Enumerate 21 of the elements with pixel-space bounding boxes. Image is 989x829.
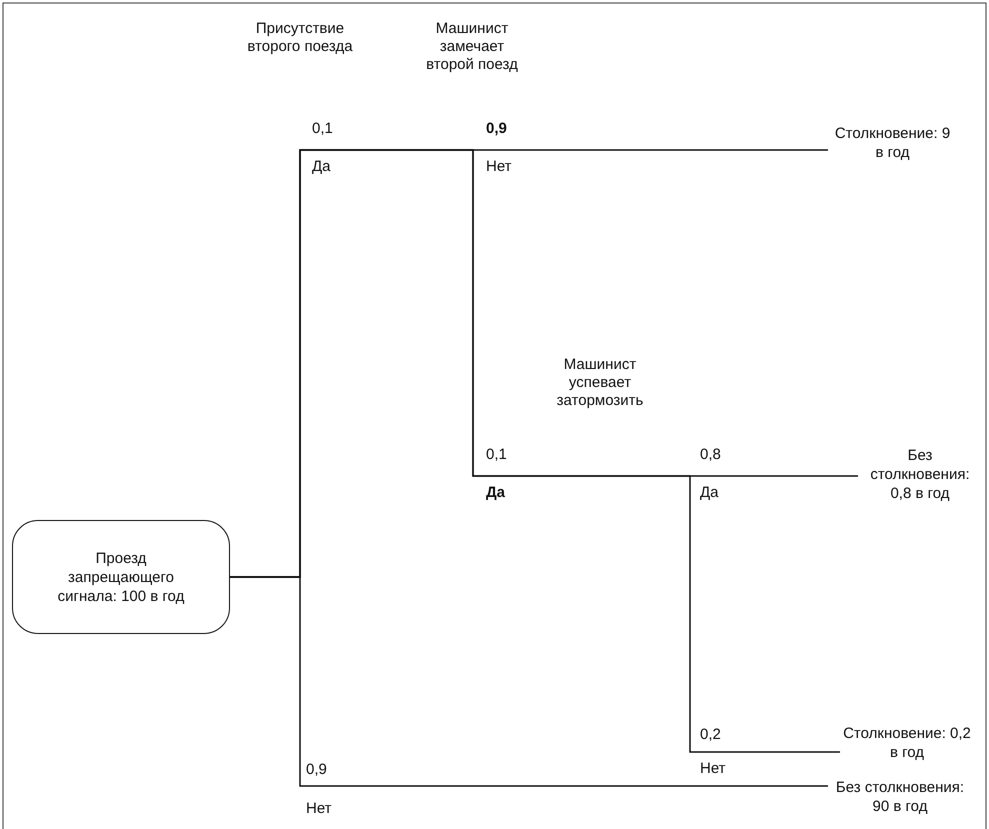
probability-label: 0,9 xyxy=(486,120,507,138)
initiating-event-box: Проезд запрещающего сигнала: 100 в год xyxy=(12,520,230,634)
branch-answer: Нет xyxy=(700,760,726,778)
probability-label: 0,1 xyxy=(312,120,333,138)
outcome-text: Без столкновения: 90 в год xyxy=(830,772,970,822)
column-heading: Машинист успевает затормозить xyxy=(556,356,644,410)
branch-answer: Нет xyxy=(306,800,332,818)
branch-answer: Да xyxy=(486,484,506,502)
column-heading: Машинист замечает второй поезд xyxy=(425,20,519,74)
probability-label: 0,1 xyxy=(486,446,507,464)
column-heading: Присутствие второго поезда xyxy=(246,20,354,56)
outcome-text: Столкновение: 9 в год xyxy=(830,118,955,168)
branch-answer: Да xyxy=(700,484,719,502)
outcome-text: Столкновение: 0,2 в год xyxy=(842,722,972,764)
probability-label: 0,2 xyxy=(700,726,721,744)
branch-answer: Да xyxy=(312,158,331,176)
probability-label: 0,8 xyxy=(700,446,721,464)
probability-label: 0,9 xyxy=(306,761,327,779)
branch-line xyxy=(230,576,828,787)
outcome-text: Без столкновения: 0,8 в год xyxy=(860,440,980,508)
branch-answer: Нет xyxy=(486,158,512,176)
